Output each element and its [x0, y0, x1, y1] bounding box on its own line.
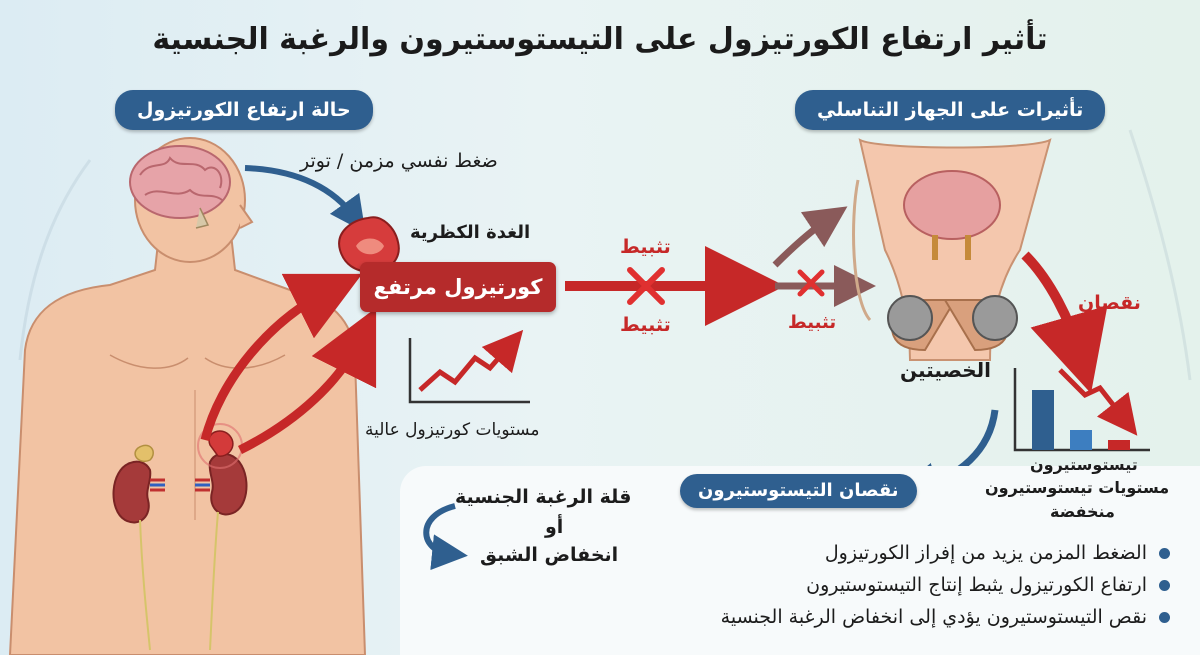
stress-label: ضغط نفسي مزمن / توتر — [300, 150, 498, 172]
arousal-low-label: انخفاض الشبق — [480, 544, 619, 566]
kidney-to-cortisol-arrow-1 — [200, 273, 363, 442]
or-label: أو — [545, 516, 564, 538]
reproductive-system-figure — [852, 138, 1052, 361]
libido-low-label: قلة الرغبة الجنسية — [455, 486, 632, 508]
inhibit-label-bottom: تثبيط — [620, 314, 671, 336]
testes-label: الخصيتين — [900, 358, 991, 382]
inhibit-label-right: تثبيط — [788, 312, 837, 333]
kidney-to-cortisol-arrow-2 — [237, 307, 377, 455]
cortisol-level-chart — [408, 329, 530, 404]
background-silhouette — [18, 129, 1192, 381]
adrenal-gland-icon — [338, 216, 400, 274]
bullet-item: الضغط المزمن يزيد من إفراز الكورتيزول — [610, 537, 1170, 569]
low-label: منخفضة — [1050, 502, 1115, 521]
right-header-pill: تأثيرات على الجهاز التناسلي — [795, 90, 1106, 130]
decrease-arrow — [1021, 251, 1108, 394]
cortisol-levels-label: مستويات كورتيزول عالية — [365, 420, 540, 440]
inhibition-cross-right-icon — [797, 269, 825, 297]
bullet-dot-icon — [1159, 580, 1170, 591]
bullet-item: نقص التيستوستيرون يؤدي إلى انخفاض الرغبة… — [610, 601, 1170, 633]
page-title: تأثير ارتفاع الكورتيزول على التيستوستيرو… — [152, 22, 1048, 57]
testosterone-bar-chart — [1013, 368, 1150, 452]
libido-curve-layer — [423, 503, 468, 571]
left-header-pill: حالة ارتفاع الكورتيزول — [115, 90, 373, 130]
stress-arrow — [244, 165, 366, 233]
to-reproductive-arrow-up — [772, 206, 848, 268]
bullet-dot-icon — [1159, 612, 1170, 623]
testosterone-word: تيستوستيرون — [1030, 455, 1138, 474]
testosterone-drop-pill: نقصان التيستوستيرون — [680, 474, 917, 508]
bullet-list: الضغط المزمن يزيد من إفراز الكورتيزول ار… — [610, 537, 1170, 633]
testosterone-levels-label: مستويات تيستوستيرون — [985, 478, 1170, 497]
adrenal-label: الغدة الكظرية — [410, 222, 531, 243]
brain-icon — [129, 145, 231, 229]
libido-curve-arrow — [423, 503, 468, 571]
decrease-label: نقصان — [1078, 292, 1141, 314]
bullet-item: ارتفاع الكورتيزول يثبط إنتاج التيستوستير… — [610, 569, 1170, 601]
cortisol-box: كورتيزول مرتفع — [360, 262, 556, 312]
inhibition-cross-icon — [627, 267, 665, 305]
inhibit-label-top: تثبيط — [620, 236, 671, 258]
bullet-dot-icon — [1159, 548, 1170, 559]
